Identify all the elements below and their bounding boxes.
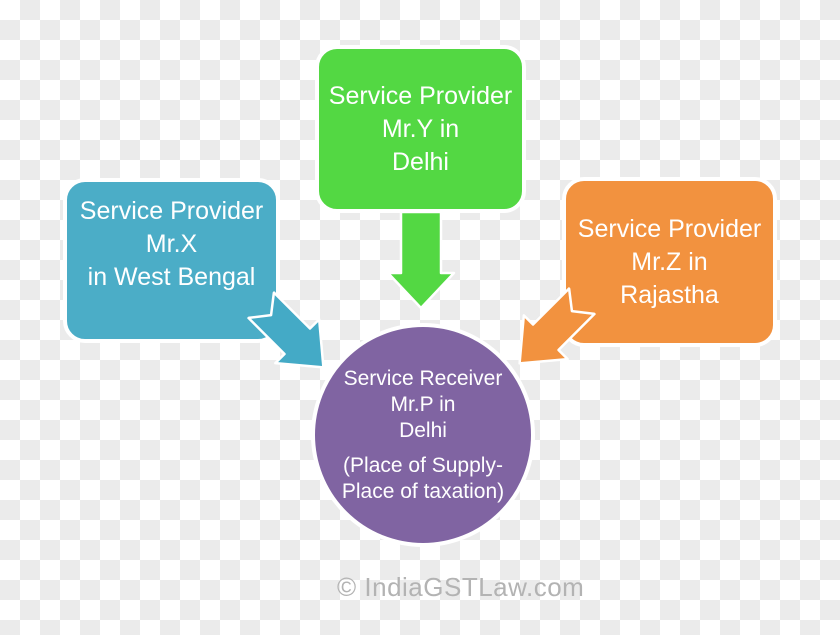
provider-z-line-2: Mr.Z in (631, 247, 708, 276)
provider-x-box: Service Provider Mr.X in West Bengal (63, 178, 280, 343)
receiver-note-line-1: (Place of Supply- (343, 453, 503, 477)
provider-z-box: Service Provider Mr.Z in Rajastha (562, 177, 777, 347)
watermark-text: © IndiaGSTLaw.com (337, 572, 585, 602)
down-right-arrow-icon (247, 291, 325, 369)
receiver-line-3: Delhi (399, 418, 447, 442)
provider-y-line-3: Delhi (392, 147, 449, 176)
provider-y-line-1: Service Provider (328, 81, 513, 110)
provider-z-line-3: Rajastha (620, 280, 719, 309)
provider-x-line-2: Mr.X (145, 230, 198, 258)
receiver-circle: Service Receiver Mr.P in Delhi (Place of… (311, 323, 535, 547)
receiver-note-line-2: Place of taxation) (341, 479, 505, 503)
receiver-line-1: Service Receiver (343, 366, 503, 390)
provider-y-box: Service Provider Mr.Y in Delhi (315, 45, 526, 213)
provider-x-line-3: in West Bengal (87, 263, 256, 291)
down-left-arrow-icon (518, 287, 596, 365)
provider-y-line-2: Mr.Y in (381, 114, 460, 143)
receiver-line-2: Mr.P in (390, 392, 456, 416)
provider-z-line-1: Service Provider (577, 214, 762, 243)
down-arrow-icon (386, 211, 456, 310)
provider-x-line-1: Service Provider (79, 197, 264, 225)
